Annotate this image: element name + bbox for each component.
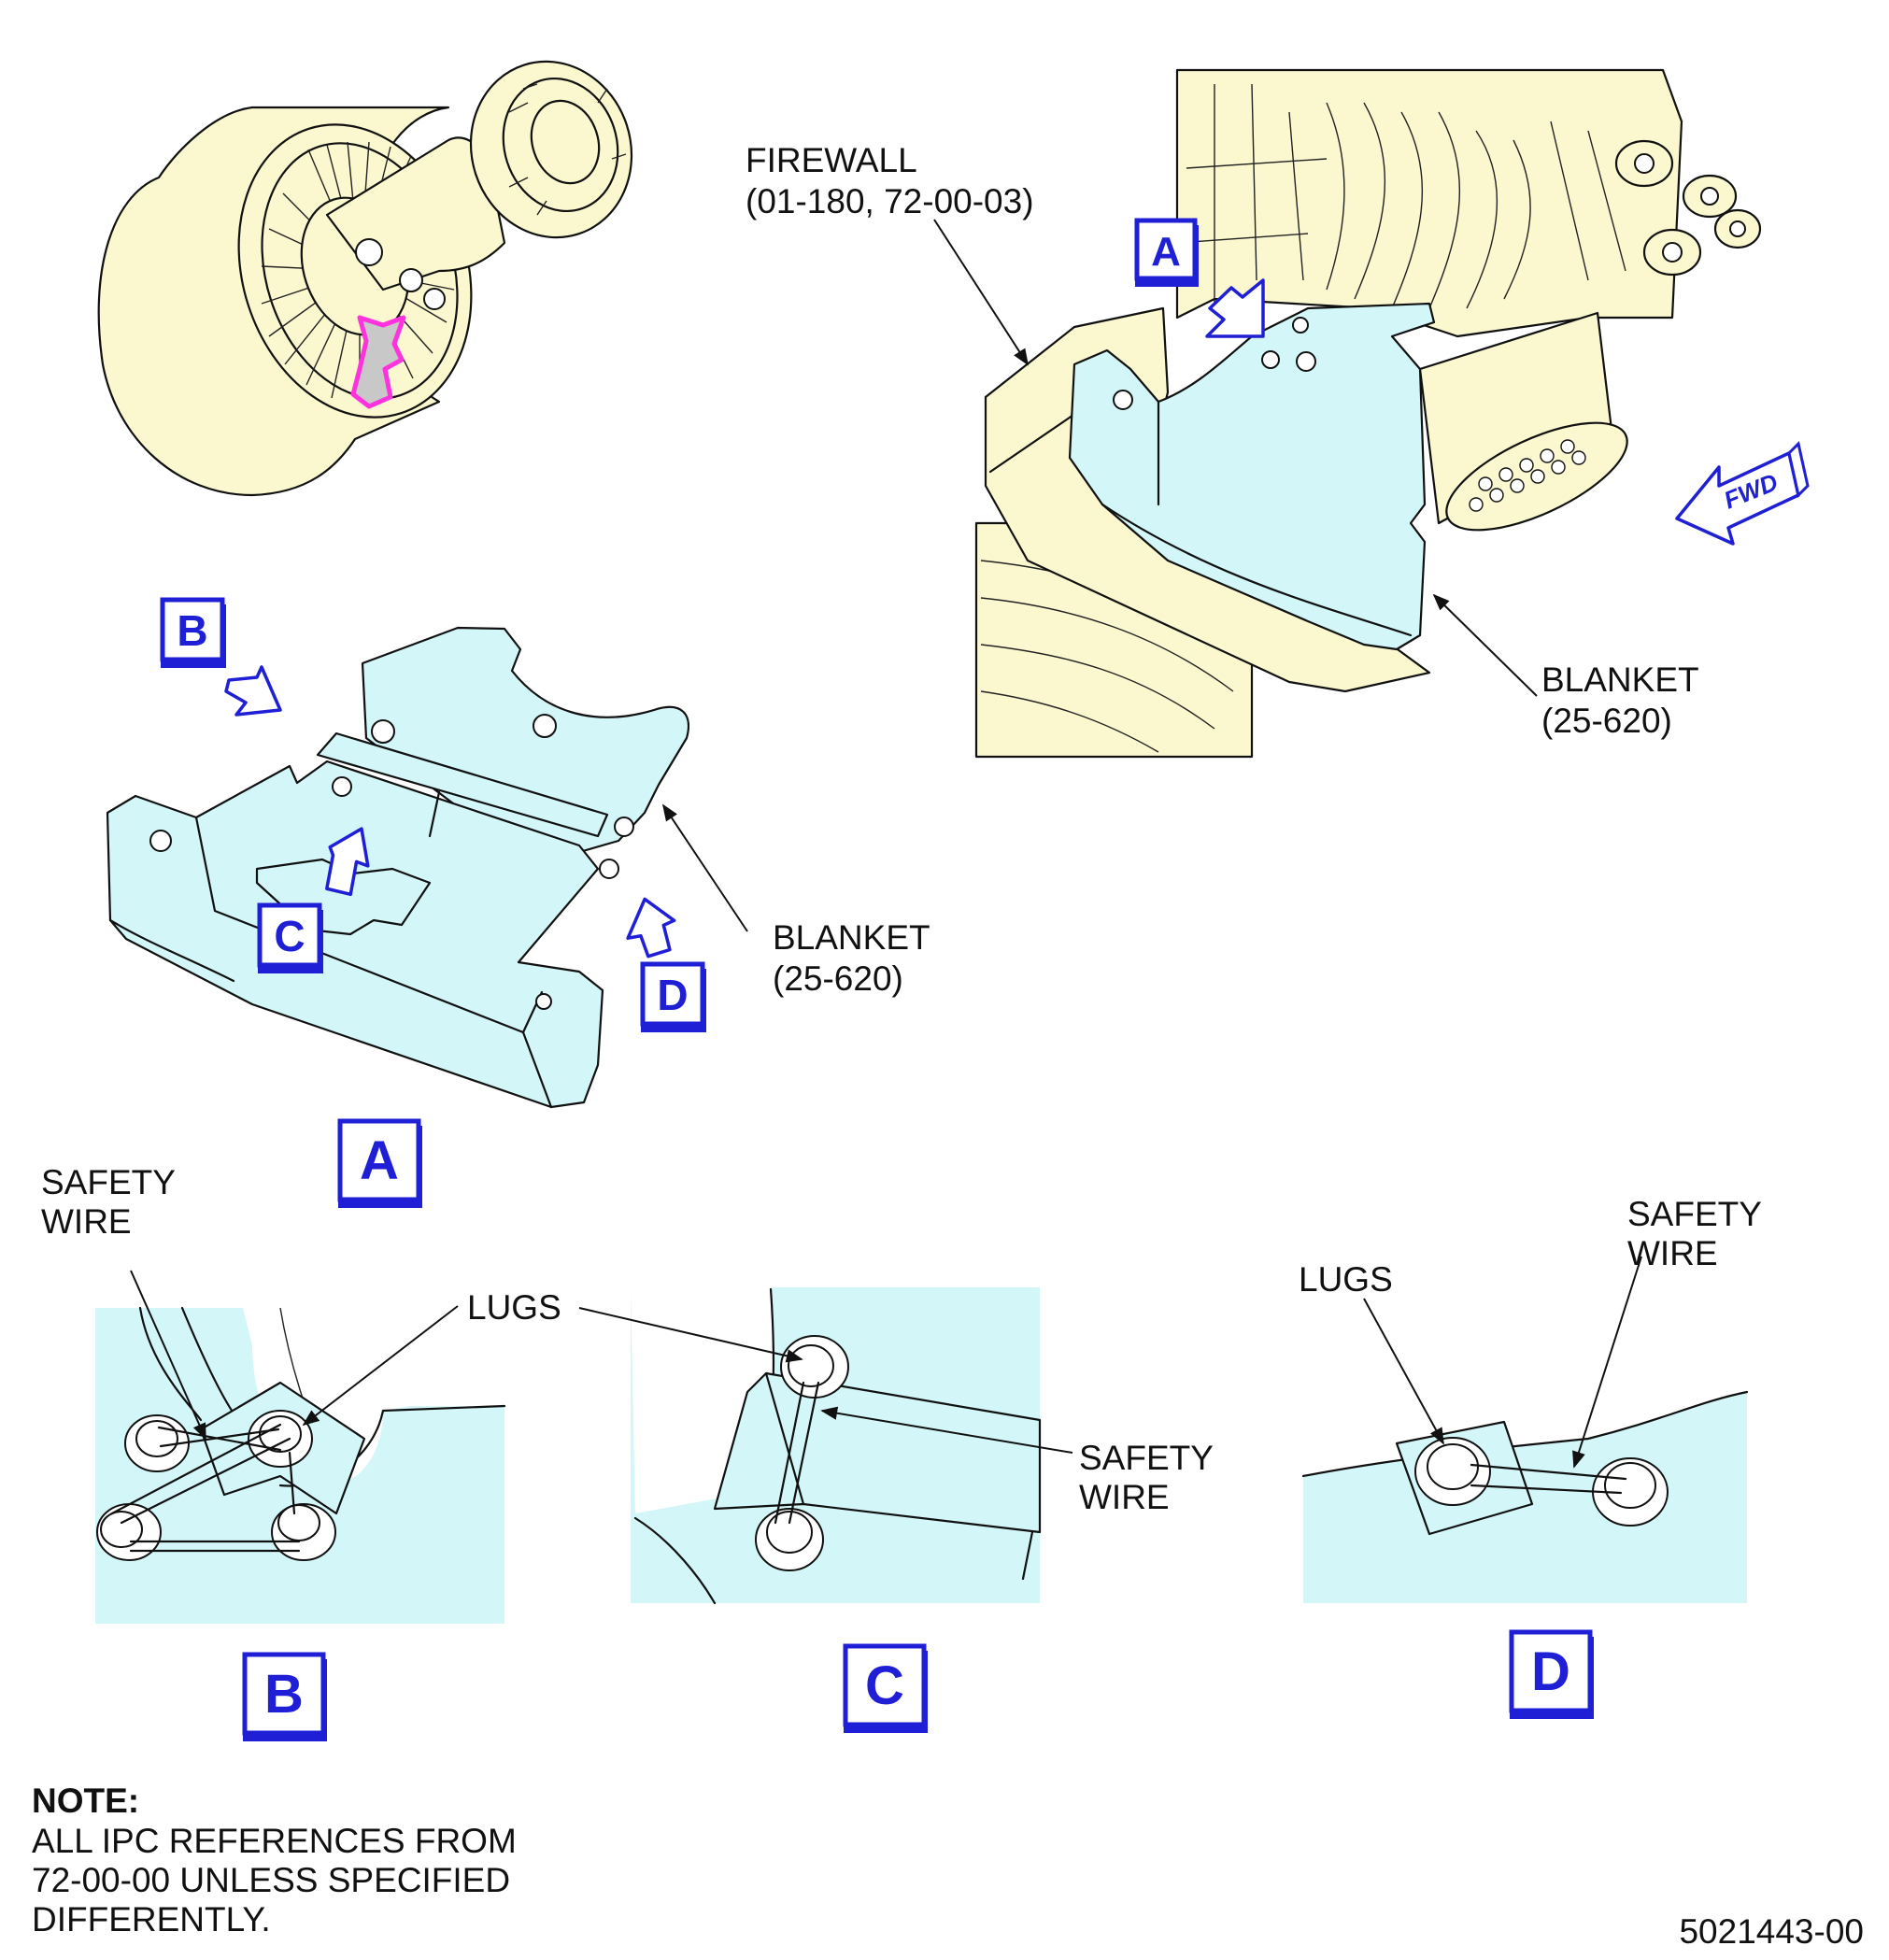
view-letter: D: [1531, 1641, 1570, 1702]
view-title-b: B: [242, 1652, 327, 1741]
callout-detail-b: SAFETY WIRE LUGS: [41, 1163, 561, 1327]
note-block: NOTE: ALL IPC REFERENCES FROM 72-00-00 U…: [32, 1782, 517, 1939]
note-line: 72-00-00 UNLESS SPECIFIED: [32, 1861, 510, 1899]
view-letter: B: [264, 1664, 304, 1725]
blanket-label: BLANKET: [1541, 660, 1699, 699]
callout-detail-c: SAFETY WIRE: [1079, 1439, 1214, 1516]
firewall-ref: (01-180, 72-00-03): [746, 182, 1034, 220]
view-letter: B: [177, 606, 207, 655]
safety-wire-label: WIRE: [41, 1202, 132, 1241]
detail-c: [578, 1287, 1073, 1605]
view-a-detail: [106, 626, 748, 1109]
locator-highlight: [350, 315, 406, 409]
view-title-a: A: [337, 1118, 422, 1208]
view-letter: A: [360, 1130, 399, 1191]
blanket-ref: (25-620): [1541, 702, 1672, 740]
blanket-label: BLANKET: [773, 918, 930, 957]
fwd-arrow-icon: FWD: [1675, 441, 1810, 546]
detail-d: [1301, 1256, 1749, 1603]
safety-wire-label: SAFETY: [1627, 1195, 1762, 1233]
safety-wire-label: SAFETY: [41, 1163, 176, 1201]
note-heading: NOTE:: [32, 1782, 139, 1820]
callout-firewall: FIREWALL (01-180, 72-00-03): [746, 141, 1034, 220]
safety-wire-label: SAFETY: [1079, 1439, 1214, 1477]
callout-detail-d: LUGS SAFETY WIRE: [1299, 1195, 1762, 1299]
view-letter: D: [657, 971, 688, 1019]
lugs-label: LUGS: [467, 1288, 561, 1327]
blanket-ref: (25-620): [773, 959, 903, 998]
note-line: DIFFERENTLY.: [32, 1900, 271, 1939]
firewall-label: FIREWALL: [746, 141, 917, 179]
view-letter: A: [1151, 229, 1181, 275]
view-marker-detail-c: C: [257, 902, 323, 973]
callout-blanket-main: BLANKET (25-620): [1541, 660, 1699, 740]
safety-wire-label: WIRE: [1079, 1478, 1170, 1516]
view-letter: C: [274, 912, 305, 960]
view-marker-detail-d: D: [640, 961, 706, 1032]
view-title-c: C: [843, 1643, 928, 1733]
view-title-d: D: [1509, 1629, 1594, 1719]
detail-b: [95, 1270, 506, 1624]
figure-id: 5021443-00: [1679, 1912, 1864, 1951]
callout-blanket-view-a: BLANKET (25-620): [773, 918, 930, 998]
view-marker-detail-b: B: [160, 597, 226, 668]
installed-view: FWD: [933, 68, 1810, 759]
view-marker-main-a: A: [1134, 218, 1199, 287]
note-line: ALL IPC REFERENCES FROM: [32, 1822, 517, 1860]
engine-locator-view: [97, 60, 633, 497]
view-letter: C: [865, 1655, 904, 1716]
lugs-label: LUGS: [1299, 1260, 1393, 1299]
safety-wire-label: WIRE: [1627, 1234, 1718, 1272]
